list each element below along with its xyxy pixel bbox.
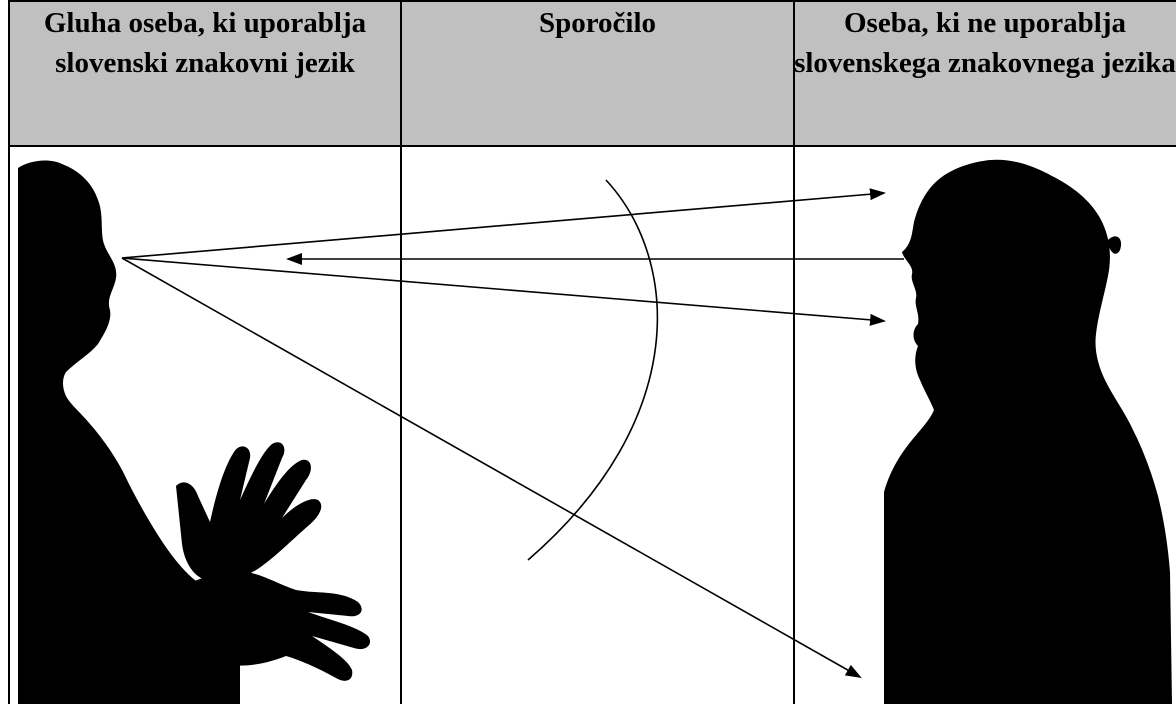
message-barrier-arc xyxy=(528,180,657,560)
arrow-to-middle-right xyxy=(122,258,884,321)
arrow-to-upper-right xyxy=(122,193,884,258)
hearing-person-silhouette-icon xyxy=(884,160,1172,704)
